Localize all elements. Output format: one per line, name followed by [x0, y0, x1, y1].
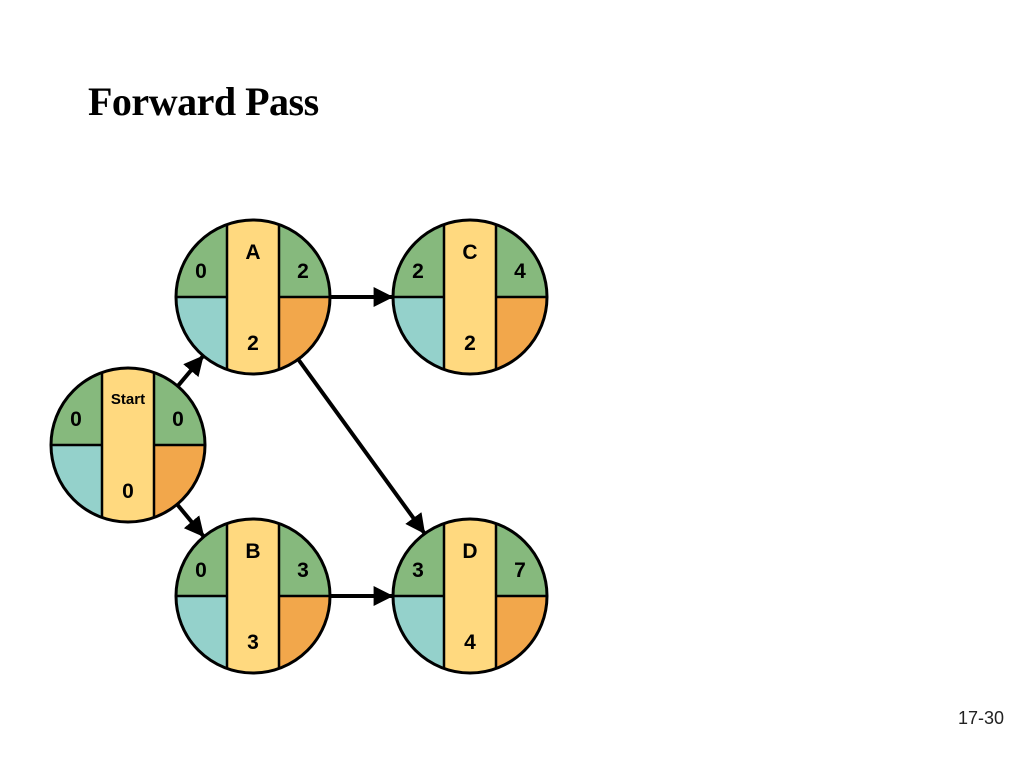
slide-title: Forward Pass — [88, 79, 319, 124]
node-label: B — [245, 540, 260, 563]
duration-value: 0 — [122, 480, 134, 503]
ef-value: 7 — [514, 559, 526, 582]
center-band — [227, 519, 279, 673]
es-quadrant — [393, 519, 444, 596]
ef-value: 2 — [297, 260, 309, 283]
duration-value: 2 — [247, 332, 259, 355]
ef-quadrant — [279, 220, 330, 297]
node-d: D 3 7 4 — [391, 517, 549, 675]
node-b: B 0 3 3 — [174, 517, 332, 675]
ls-quadrant — [176, 297, 227, 374]
ef-quadrant — [154, 368, 205, 445]
ls-quadrant — [51, 445, 102, 522]
lf-quadrant — [496, 596, 547, 673]
es-quadrant — [51, 368, 102, 445]
ef-quadrant — [496, 519, 547, 596]
lf-quadrant — [154, 445, 205, 522]
es-quadrant — [393, 220, 444, 297]
ls-quadrant — [176, 596, 227, 673]
ef-value: 3 — [297, 559, 309, 582]
node-label: A — [245, 241, 260, 264]
center-band — [102, 368, 154, 522]
duration-value: 3 — [247, 631, 259, 654]
ls-quadrant — [393, 596, 444, 673]
ef-quadrant — [496, 220, 547, 297]
es-value: 2 — [412, 260, 424, 283]
center-band — [444, 220, 496, 374]
ls-quadrant — [393, 297, 444, 374]
center-band — [444, 519, 496, 673]
ef-value: 0 — [172, 408, 184, 431]
node-label: Start — [111, 391, 145, 408]
ef-value: 4 — [514, 260, 526, 283]
node-label: D — [462, 540, 477, 563]
edge-a-to-d — [297, 358, 426, 535]
ef-quadrant — [279, 519, 330, 596]
es-quadrant — [176, 519, 227, 596]
center-band — [227, 220, 279, 374]
slide-number: 17-30 — [957, 708, 1004, 728]
edge-start-to-b — [176, 503, 205, 538]
node-start: Start 0 0 0 — [49, 366, 207, 524]
lf-quadrant — [496, 297, 547, 374]
lf-quadrant — [279, 596, 330, 673]
es-value: 0 — [195, 260, 207, 283]
edge-start-to-a — [176, 355, 205, 387]
duration-value: 2 — [464, 332, 476, 355]
node-c: C 2 4 2 — [391, 218, 549, 376]
es-value: 0 — [70, 408, 82, 431]
es-value: 3 — [412, 559, 424, 582]
node-label: C — [462, 241, 477, 264]
es-quadrant — [176, 220, 227, 297]
duration-value: 4 — [464, 631, 476, 654]
node-a: A 0 2 2 — [174, 218, 332, 376]
es-value: 0 — [195, 559, 207, 582]
lf-quadrant — [279, 297, 330, 374]
